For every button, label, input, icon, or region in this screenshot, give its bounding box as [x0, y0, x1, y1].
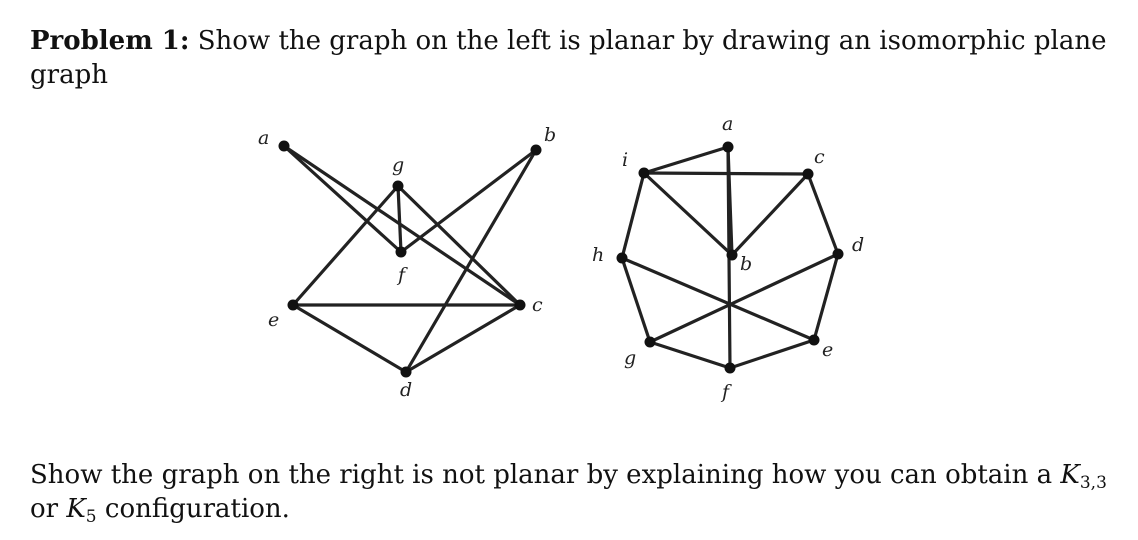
left-graph-edge-g-e — [291, 184, 400, 307]
right-graph-vertex-label-h: h — [592, 244, 604, 266]
right-graph-vertex-b — [726, 249, 738, 261]
right-graph-vertex-label-g: g — [624, 347, 636, 369]
left-graph-vertex-label-f: f — [396, 264, 408, 286]
left-graph-vertex-label-c: c — [532, 294, 543, 316]
left-graph-vertex-c — [514, 299, 526, 311]
k33-subscript: 3,3 — [1079, 473, 1107, 493]
right-graph-vertex-e — [808, 334, 820, 346]
right-graph-vertex-g — [644, 336, 656, 348]
left-graph-edge-b-d — [404, 148, 538, 374]
right-graph-edge-h-e — [620, 256, 816, 342]
left-graph-edge-a-f — [282, 144, 403, 254]
left-graph-edge-f-b — [399, 148, 538, 254]
right-graph-edge-f-g — [648, 340, 732, 370]
right-graph-edge-d-g — [648, 252, 840, 344]
right-graph-edge-i-c — [642, 171, 810, 176]
right-graph-vertex-label-b: b — [740, 253, 752, 275]
followup-before: Show the graph on the right is not plana… — [30, 460, 1061, 490]
left-graph: a b c d e f g — [258, 124, 556, 401]
right-graph-edge-c-b — [730, 172, 810, 257]
left-graph-vertex-label-e: e — [268, 309, 279, 331]
right-graph: a b c d e f g h i — [592, 113, 864, 403]
or-text: or — [30, 494, 67, 524]
right-graph-edge-i-b — [642, 171, 734, 257]
right-graph-vertex-d — [832, 248, 844, 260]
right-graph-edge-c-d — [806, 172, 840, 256]
right-graph-vertex-c — [802, 168, 814, 180]
followup-after: configuration. — [96, 494, 290, 524]
left-graph-vertex-b — [530, 144, 542, 156]
k5-subscript: 5 — [85, 507, 97, 527]
left-graph-vertex-d — [400, 366, 412, 378]
right-graph-edge-g-h — [620, 256, 652, 344]
right-graph-edge-d-e — [812, 252, 840, 342]
left-graph-vertex-label-a: a — [258, 127, 269, 149]
left-graph-edge-c-d — [404, 303, 522, 374]
right-graph-vertex-f — [724, 362, 736, 374]
left-graph-edge-g-c — [396, 184, 522, 307]
left-graph-edge-a-c — [282, 144, 522, 307]
right-graph-vertex-h — [616, 252, 628, 264]
k33-letter: K — [1060, 460, 1080, 490]
right-graph-vertex-label-d: d — [852, 234, 864, 256]
followup-question: Show the graph on the right is not plana… — [30, 458, 1110, 526]
left-graph-vertex-label-d: d — [400, 379, 412, 401]
left-graph-vertex-a — [278, 140, 290, 152]
left-graph-vertex-label-g: g — [392, 154, 404, 176]
right-graph-vertex-label-e: e — [822, 339, 833, 361]
k5-letter: K — [66, 494, 86, 524]
problem-statement: Problem 1: Show the graph on the left is… — [30, 24, 1110, 92]
problem-label: Problem 1: — [30, 26, 190, 56]
right-graph-vertex-a — [722, 141, 734, 153]
right-graph-vertex-label-c: c — [814, 146, 825, 168]
right-graph-vertex-label-a: a — [722, 113, 733, 135]
left-graph-edge-g-f — [396, 184, 403, 254]
left-graph-edge-e-d — [291, 303, 408, 374]
left-graph-vertex-f — [395, 246, 407, 258]
left-graph-vertex-g — [392, 180, 404, 192]
problem-text: Show the graph on the left is planar by … — [30, 26, 1107, 90]
right-graph-edge-i-a — [642, 145, 730, 175]
right-graph-edge-h-i — [620, 171, 646, 260]
left-graph-vertex-label-b: b — [544, 124, 556, 146]
right-graph-vertex-label-f: f — [720, 381, 732, 403]
left-graph-vertex-e — [287, 299, 299, 311]
right-graph-vertex-label-i: i — [622, 149, 628, 171]
right-graph-edge-e-f — [728, 338, 816, 370]
right-graph-vertex-i — [638, 167, 650, 179]
